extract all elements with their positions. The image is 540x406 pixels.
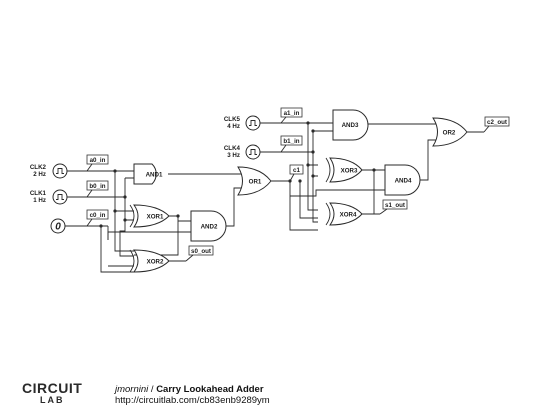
svg-text:c1: c1 bbox=[293, 167, 300, 174]
tag-b1-in[interactable]: b1_in bbox=[280, 135, 303, 153]
wires bbox=[64, 122, 484, 273]
svg-text:XOR2: XOR2 bbox=[147, 259, 164, 266]
gate-xor3[interactable]: XOR3 bbox=[325, 157, 363, 183]
svg-text:b1_in: b1_in bbox=[283, 138, 299, 145]
square-wave-icon bbox=[249, 149, 257, 155]
clock-clk4[interactable]: CLK4 3 Hz bbox=[224, 144, 261, 160]
xor-gate-icon bbox=[329, 202, 363, 226]
svg-text:OR1: OR1 bbox=[249, 179, 262, 186]
svg-text:a0_in: a0_in bbox=[90, 157, 106, 164]
gate-xor4[interactable]: XOR4 bbox=[325, 202, 363, 226]
gate-and1[interactable]: AND1 bbox=[133, 163, 163, 185]
and-gate-icon bbox=[332, 109, 369, 141]
circuit-url[interactable]: http://circuitlab.com/cb83enb9289ym bbox=[115, 395, 270, 406]
svg-text:XOR3: XOR3 bbox=[341, 168, 358, 175]
clock-clk5[interactable]: CLK5 4 Hz bbox=[224, 115, 261, 131]
xor-gate-icon bbox=[329, 157, 363, 183]
clock-icon bbox=[245, 144, 261, 160]
clock-icon bbox=[52, 189, 68, 205]
gate-xor1[interactable]: XOR1 bbox=[129, 204, 170, 228]
svg-text:s0_out: s0_out bbox=[191, 248, 211, 255]
clk4-name: CLK4 bbox=[224, 145, 241, 152]
svg-text:AND3: AND3 bbox=[342, 122, 359, 129]
square-wave-icon bbox=[56, 168, 64, 174]
svg-text:a1_in: a1_in bbox=[284, 110, 300, 117]
clk2-name: CLK2 bbox=[30, 164, 47, 171]
tag-a0-in[interactable]: a0_in bbox=[86, 154, 109, 172]
xor-gate-icon bbox=[133, 204, 170, 228]
constant-source[interactable]: 0 bbox=[50, 218, 66, 234]
or-gate-icon bbox=[432, 117, 468, 147]
clk4-freq: 3 Hz bbox=[227, 152, 240, 159]
svg-text:AND2: AND2 bbox=[201, 224, 218, 231]
tag-c2-out[interactable]: c2_out bbox=[483, 116, 510, 133]
logo-top: CIRCUIT bbox=[22, 380, 83, 396]
svg-text:XOR1: XOR1 bbox=[147, 214, 164, 221]
square-wave-icon bbox=[56, 194, 64, 200]
tag-a1-in[interactable]: a1_in bbox=[280, 107, 303, 124]
tag-s1-out[interactable]: s1_out bbox=[379, 199, 408, 215]
net-tags: a0_in b0_in c0_in a1_in b1_in c1 bbox=[86, 107, 510, 262]
clk5-name: CLK5 bbox=[224, 116, 241, 123]
svg-text:b0_in: b0_in bbox=[89, 183, 105, 190]
svg-text:c0_in: c0_in bbox=[90, 212, 106, 219]
svg-text:AND1: AND1 bbox=[146, 172, 163, 179]
clk1-freq: 1 Hz bbox=[33, 197, 46, 204]
and-gate-icon bbox=[133, 163, 157, 185]
xor-gate-icon bbox=[133, 249, 170, 273]
clk1-name: CLK1 bbox=[30, 190, 47, 197]
separator: / bbox=[148, 384, 157, 395]
gate-xor2[interactable]: XOR2 bbox=[129, 249, 170, 273]
square-wave-icon bbox=[249, 120, 257, 126]
constant-value: 0 bbox=[55, 222, 61, 233]
clk2-freq: 2 Hz bbox=[33, 171, 46, 178]
clock-icon bbox=[245, 115, 261, 131]
tag-b0-in[interactable]: b0_in bbox=[86, 180, 109, 198]
gate-or2[interactable]: OR2 bbox=[432, 117, 468, 147]
gate-and4[interactable]: AND4 bbox=[384, 164, 421, 196]
tag-c0-in[interactable]: c0_in bbox=[86, 209, 109, 227]
svg-text:OR2: OR2 bbox=[443, 130, 456, 137]
circuitlab-logo[interactable]: CIRCUIT LAB bbox=[22, 380, 83, 406]
tag-c1[interactable]: c1 bbox=[289, 164, 304, 182]
circuit-meta: jmornini / Carry Lookahead Adder http://… bbox=[115, 384, 270, 406]
svg-text:c2_out: c2_out bbox=[487, 119, 507, 126]
svg-text:s1_out: s1_out bbox=[385, 202, 405, 209]
and-gate-icon bbox=[190, 210, 227, 242]
clock-clk1[interactable]: CLK1 1 Hz bbox=[30, 189, 68, 205]
gate-or1[interactable]: OR1 bbox=[237, 166, 272, 196]
svg-text:AND4: AND4 bbox=[395, 178, 412, 185]
gate-and3[interactable]: AND3 bbox=[332, 109, 369, 141]
constant-icon bbox=[50, 218, 66, 234]
clock-clk2[interactable]: CLK2 2 Hz bbox=[30, 163, 68, 179]
clk5-freq: 4 Hz bbox=[227, 123, 240, 130]
svg-text:XOR4: XOR4 bbox=[340, 212, 357, 219]
footer: CIRCUIT LAB jmornini / Carry Lookahead A… bbox=[0, 380, 540, 406]
or-gate-icon bbox=[237, 166, 272, 196]
clock-icon bbox=[52, 163, 68, 179]
gate-and2[interactable]: AND2 bbox=[190, 210, 227, 242]
and-gate-icon bbox=[384, 164, 421, 196]
author-link[interactable]: jmornini bbox=[115, 384, 149, 395]
circuit-title: Carry Lookahead Adder bbox=[156, 384, 264, 395]
logo-bottom: LAB bbox=[40, 395, 65, 405]
schematic-canvas[interactable]: CLK2 2 Hz CLK1 1 Hz CLK5 4 Hz CLK4 3 Hz … bbox=[0, 0, 540, 380]
tag-s0-out[interactable]: s0_out bbox=[185, 245, 214, 262]
